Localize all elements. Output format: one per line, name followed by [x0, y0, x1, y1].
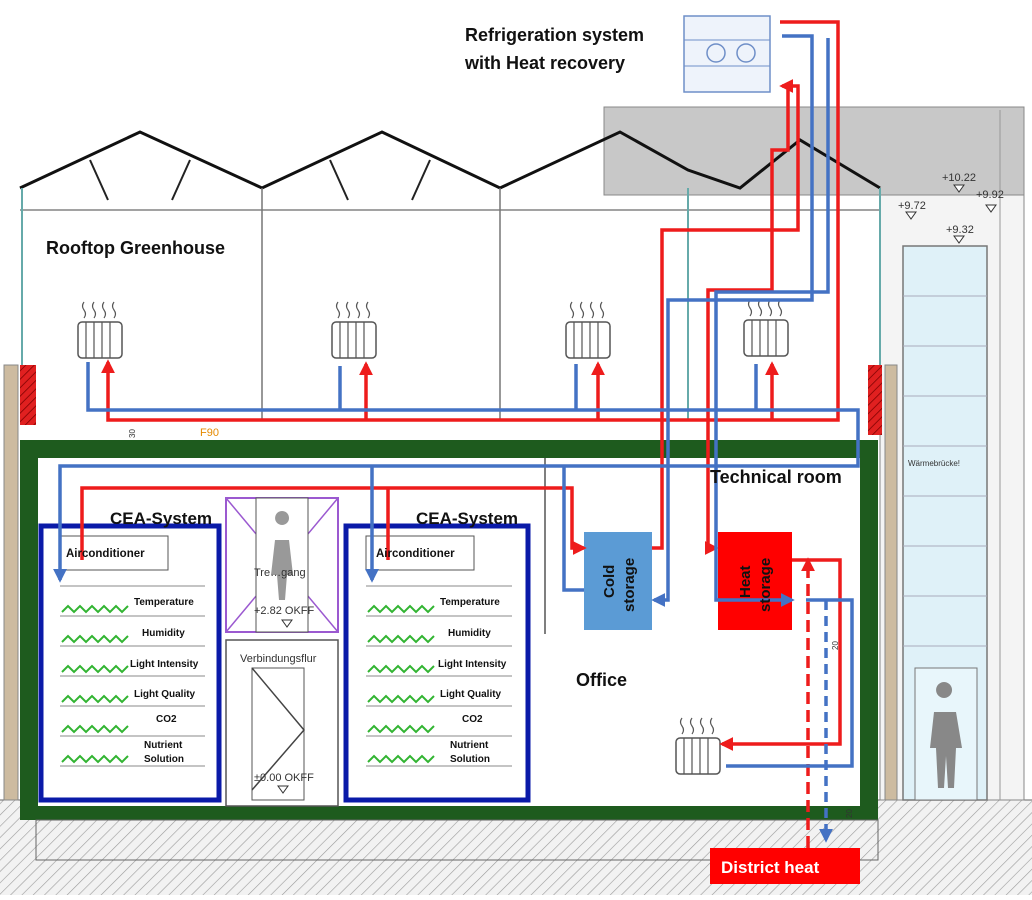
- drawing-annotations: Tre…gang +2.82 OKFF Verbindungsflur ±0.0…: [128, 172, 1004, 818]
- stair-label: Tre…gang: [254, 567, 306, 579]
- facade-right: [884, 364, 898, 801]
- level-ground: ±0.00 OKFF: [254, 772, 314, 784]
- person-icon: [930, 682, 962, 788]
- elevation-4: +9.32: [946, 224, 974, 236]
- mark-30: 30: [128, 429, 137, 438]
- district-heat-label: District heat: [721, 858, 820, 877]
- heat-storage-label-1: Heat: [737, 565, 754, 598]
- param-nutrient: Nutrient: [144, 740, 183, 751]
- elevation-3: +9.72: [898, 200, 926, 212]
- air-conditioner-left: Airconditioner: [66, 548, 145, 560]
- mark-20a: 20: [831, 641, 840, 650]
- param-humidity: Humidity: [142, 628, 185, 639]
- mark-20b: 20: [845, 809, 854, 818]
- f90-label: F90: [200, 427, 219, 439]
- cea-parameters-left: Temperature Humidity Light Intensity Lig…: [130, 597, 199, 765]
- param-temperature: Temperature: [440, 597, 500, 608]
- hot-pipes: [80, 20, 842, 848]
- waermebruecke-label: Wärmebrücke!: [908, 459, 960, 468]
- param-light-quality: Light Quality: [440, 689, 502, 700]
- cea-system-right-label: CEA-System: [416, 509, 518, 528]
- refrigeration-title-2: with Heat recovery: [464, 53, 625, 73]
- cold-storage: [584, 532, 652, 630]
- param-humidity: Humidity: [448, 628, 491, 639]
- cea-system-left-label: CEA-System: [110, 509, 212, 528]
- air-conditioner-right: Airconditioner: [376, 548, 455, 560]
- elevation-marks: [277, 184, 997, 794]
- elevation-1: +10.22: [942, 172, 976, 184]
- cold-storage-label-2: storage: [621, 558, 638, 612]
- parapet-right: [868, 365, 882, 435]
- facade-left: [3, 364, 19, 801]
- labels: Refrigeration system with Heat recovery …: [46, 25, 842, 690]
- technical-room-label: Technical room: [710, 467, 842, 487]
- rooftop-greenhouse-label: Rooftop Greenhouse: [46, 238, 225, 258]
- parapet-left: [20, 365, 36, 425]
- refrigeration-title-1: Refrigeration system: [465, 25, 644, 45]
- cea-parameters-right: Temperature Humidity Light Intensity Lig…: [438, 597, 507, 765]
- district-heat-box: [710, 848, 860, 884]
- heat-storage-label-2: storage: [757, 558, 774, 612]
- param-light-intensity: Light Intensity: [130, 659, 199, 670]
- param-light-quality: Light Quality: [134, 689, 196, 700]
- param-co2: CO2: [156, 714, 177, 725]
- elevation-2: +9.92: [976, 189, 1004, 201]
- cea-system-left: [38, 523, 222, 803]
- refrigeration-unit-icon: [683, 15, 771, 93]
- param-temperature: Temperature: [134, 597, 194, 608]
- stair-corridor: [225, 497, 339, 807]
- param-light-intensity: Light Intensity: [438, 659, 507, 670]
- param-co2: CO2: [462, 714, 483, 725]
- level-upper: +2.82 OKFF: [254, 605, 315, 617]
- office-label: Office: [576, 670, 627, 690]
- param-solution: Solution: [144, 754, 184, 765]
- param-solution: Solution: [450, 754, 490, 765]
- param-nutrient: Nutrient: [450, 740, 489, 751]
- radiator-icon: [77, 299, 789, 775]
- heat-storage: [718, 532, 792, 630]
- cold-pipes: [53, 34, 860, 843]
- cold-storage-label-1: Cold: [601, 565, 618, 598]
- verbindungsflur-label: Verbindungsflur: [240, 653, 317, 665]
- greenhouse-roof: [19, 130, 881, 420]
- elevator-shaft: [902, 245, 988, 801]
